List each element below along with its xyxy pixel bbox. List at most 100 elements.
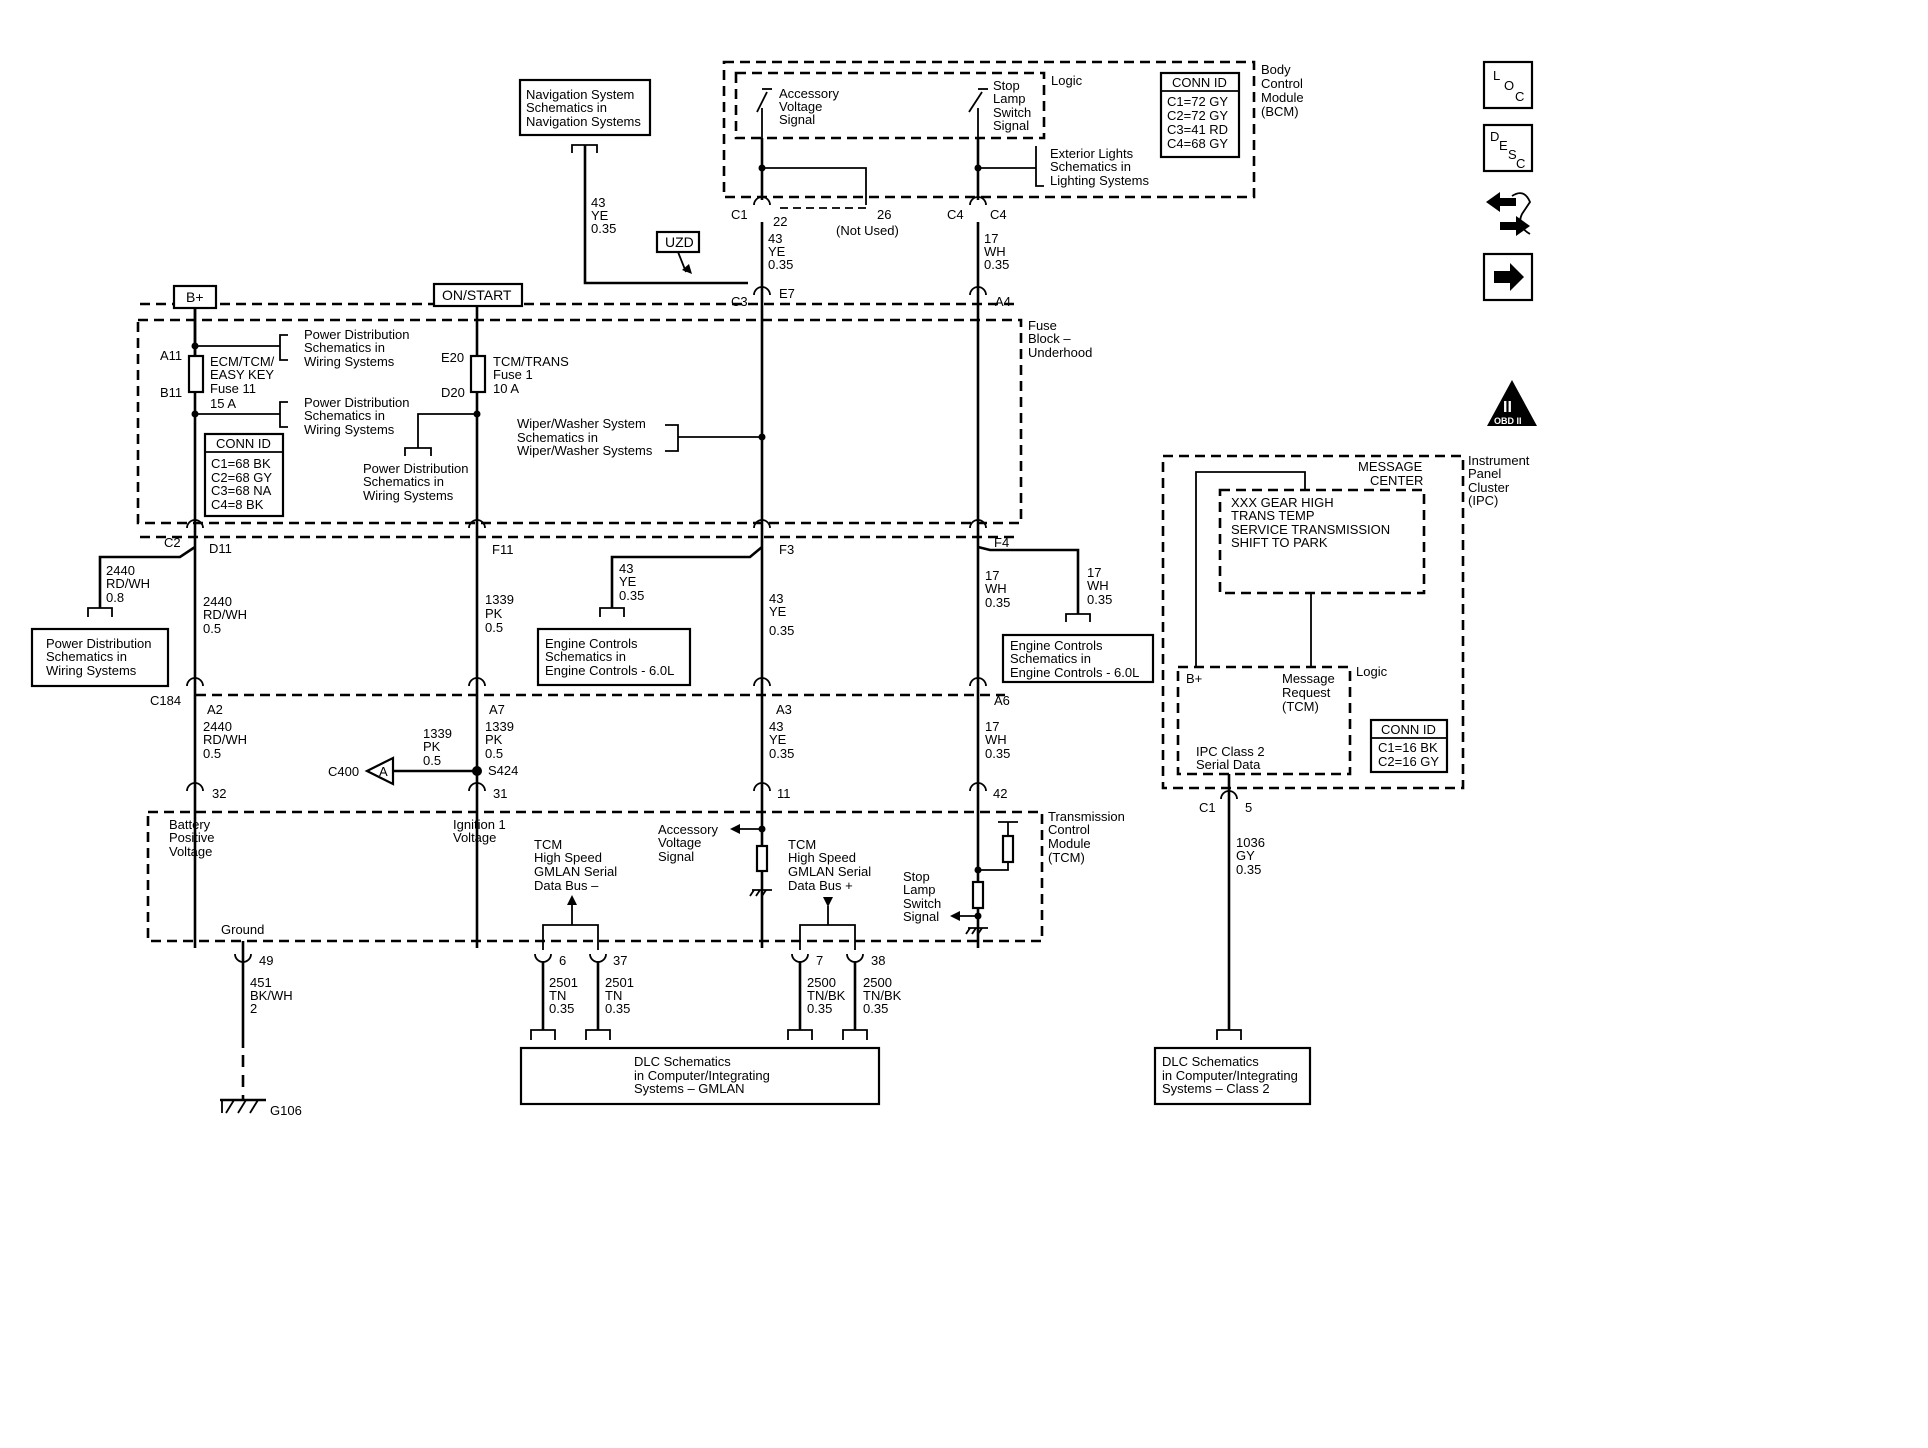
svg-text:Battery: Battery [169,817,211,832]
svg-text:Positive: Positive [169,830,215,845]
svg-text:TN: TN [549,988,566,1003]
fuse-block-name-label: Fuse Block – Underhood [1028,318,1092,360]
svg-text:Engine Controls: Engine Controls [1010,638,1103,653]
next-page-icon[interactable] [1482,252,1534,302]
svg-text:0.35: 0.35 [605,1001,630,1016]
ipc-name-label: Instrument Panel Cluster (IPC) [1468,453,1530,508]
engine-controls-reference-2: Engine Controls Schematics in Engine Con… [1001,633,1155,684]
ipc-conn-id-table: CONN ID C1=16 BK C2=16 GY [1369,718,1449,774]
svg-text:TN: TN [605,988,622,1003]
svg-text:451: 451 [250,975,272,990]
wire-label-f4: 17 WH 0.35 [985,568,1010,610]
ipc-pin-5: 5 [1245,800,1252,815]
c400-label: C400 [328,764,359,779]
svg-text:Instrument: Instrument [1468,453,1530,468]
navigation-reference: Navigation System Schematics in Navigati… [518,78,652,137]
tcm-ground-label: Ground [221,922,264,937]
svg-text:0.35: 0.35 [985,595,1010,610]
svg-text:Schematics in: Schematics in [545,649,626,664]
svg-text:GMLAN Serial: GMLAN Serial [788,864,871,879]
svg-text:IPC Class 2: IPC Class 2 [1196,744,1265,759]
instrument-panel-cluster: Instrument Panel Cluster (IPC) MESSAGE C… [1161,453,1530,790]
svg-text:Request: Request [1282,685,1331,700]
svg-text:Control: Control [1048,822,1090,837]
svg-text:S: S [1508,147,1517,162]
svg-text:Power Distribution: Power Distribution [304,395,410,410]
svg-text:17: 17 [985,568,999,583]
c184-label: C184 [150,693,181,708]
svg-text:Voltage: Voltage [453,830,496,845]
svg-text:0.35: 0.35 [807,1001,832,1016]
svg-text:Navigation System: Navigation System [526,87,634,102]
svg-text:43: 43 [769,591,783,606]
svg-text:PK: PK [485,606,503,621]
g106-label: G106 [270,1103,302,1118]
svg-text:Wiper/Washer Systems: Wiper/Washer Systems [517,443,653,458]
svg-text:Stop: Stop [993,78,1020,93]
wire-label-ipc-class2: 1036 GY 0.35 [1236,835,1265,877]
svg-text:D: D [1490,129,1499,144]
message-center-label: MESSAGE CENTER [1358,459,1423,488]
svg-text:High Speed: High Speed [788,850,856,865]
svg-text:in Computer/Integrating: in Computer/Integrating [1162,1068,1298,1083]
wire-label-a6: 17 WH 0.35 [985,719,1010,761]
svg-text:RD/WH: RD/WH [203,732,247,747]
svg-text:II: II [1503,399,1512,416]
svg-text:XXX GEAR HIGH: XXX GEAR HIGH [1231,495,1334,510]
pin-31: 31 [493,786,507,801]
svg-text:TCM: TCM [788,837,816,852]
loc-icon[interactable]: L O C [1482,60,1534,110]
svg-text:1036: 1036 [1236,835,1265,850]
svg-text:Engine Controls - 6.0L: Engine Controls - 6.0L [1010,665,1139,680]
desc-icon[interactable]: D E S C [1482,123,1534,173]
svg-text:43: 43 [591,195,605,210]
svg-text:0.35: 0.35 [985,746,1010,761]
svg-text:Schematics in: Schematics in [46,649,127,664]
svg-text:Engine Controls - 6.0L: Engine Controls - 6.0L [545,663,674,678]
svg-text:(TCM): (TCM) [1282,699,1319,714]
svg-text:C: C [1515,89,1524,104]
body-control-module: Body Control Module (BCM) Logic CONN ID … [722,60,1304,199]
svg-text:TRANS TEMP: TRANS TEMP [1231,508,1315,523]
svg-text:TN/BK: TN/BK [807,988,846,1003]
svg-text:DLC Schematics: DLC Schematics [634,1054,731,1069]
svg-text:Underhood: Underhood [1028,345,1092,360]
svg-text:Lamp: Lamp [903,882,936,897]
obd-ii-icon: II OBD II [1487,380,1537,426]
f11-label: F11 [492,542,513,557]
svg-text:2501: 2501 [605,975,634,990]
pin-49: 49 [259,953,273,968]
svg-text:GMLAN Serial: GMLAN Serial [534,864,617,879]
wire-label-d11: 2440 RD/WH 0.5 [203,594,247,636]
tcm-bus-minus-label: TCM High Speed GMLAN Serial Data Bus – [534,837,617,893]
bplus-source: B+ [172,284,218,310]
svg-text:2440: 2440 [106,563,135,578]
svg-text:Power Distribution: Power Distribution [46,636,152,651]
svg-text:Engine Controls: Engine Controls [545,636,638,651]
ipc-logic-label: Logic [1356,664,1388,679]
svg-text:Schematics in: Schematics in [363,474,444,489]
tcm-name-label: Transmission Control Module (TCM) [1048,809,1125,865]
svg-text:CONN ID: CONN ID [1381,722,1436,737]
svg-text:Schematics in: Schematics in [1010,651,1091,666]
accessory-voltage-switch-icon [756,88,772,138]
svg-text:0.5: 0.5 [485,746,503,761]
svg-text:2: 2 [250,1001,257,1016]
svg-text:in Computer/Integrating: in Computer/Integrating [634,1068,770,1083]
dlc-class2-reference: DLC Schematics in Computer/Integrating S… [1153,1046,1312,1106]
svg-text:PK: PK [423,739,441,754]
wire-label-a3: 43 YE 0.35 [769,719,794,761]
svg-text:Lighting Systems: Lighting Systems [1050,173,1149,188]
f4-label: F4 [994,535,1009,550]
svg-text:0.35: 0.35 [863,1001,888,1016]
tcm-stop-lamp-label: Stop Lamp Switch Signal [903,869,941,924]
svg-text:SHIFT TO PARK: SHIFT TO PARK [1231,535,1328,550]
svg-text:ON/START: ON/START [442,287,512,303]
svg-text:0.35: 0.35 [549,1001,574,1016]
svg-text:Control: Control [1261,76,1303,91]
wire-label-f3: 43 YE 0.35 [769,591,794,638]
svg-text:Wiring Systems: Wiring Systems [363,488,454,503]
svg-text:Module: Module [1261,90,1304,105]
schematic-connector-icon[interactable] [1486,192,1532,236]
svg-text:Data Bus +: Data Bus + [788,878,853,893]
